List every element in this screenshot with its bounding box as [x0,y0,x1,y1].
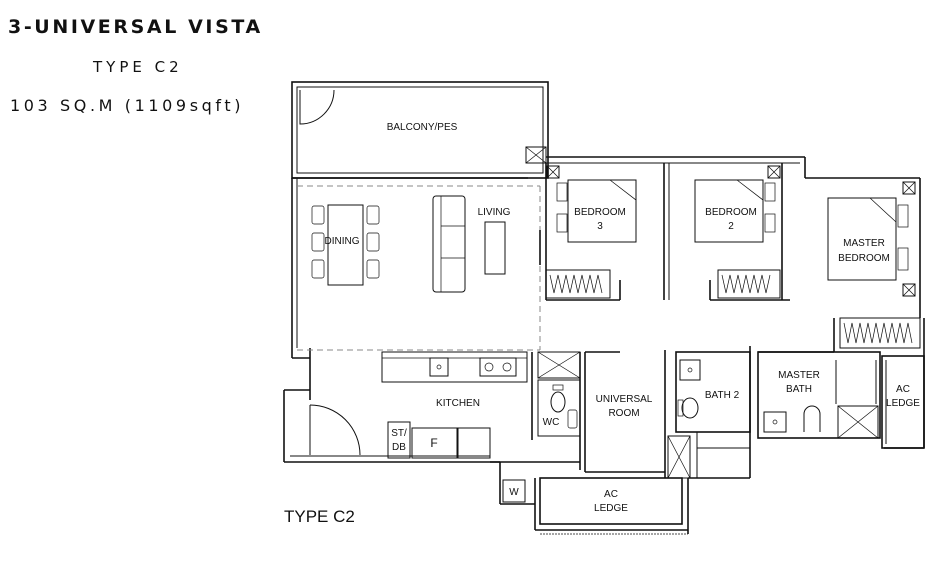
room-label-masterbath-line1: MASTER [778,370,820,381]
wardrobe-2 [717,269,781,299]
master-bed [827,197,897,281]
label-washer: W [509,487,519,498]
master-wardrobe [839,317,921,349]
label-db: DB [392,442,406,453]
balcony-walls: BALCONY/PES [291,81,549,179]
hob [479,357,517,377]
living-zone-dashes [297,185,541,351]
ac-ledge-right: AC LEDGE [881,355,925,449]
wardrobe-3 [545,269,611,299]
room-label-acledge-right-line1: AC [896,384,910,395]
washer: W [502,479,526,503]
room-label-living: LIVING [478,207,511,218]
room-label-universal-line2: ROOM [608,408,639,419]
room-label-master-line2: BEDROOM [838,253,890,264]
bath2-basin [679,359,701,381]
fridge-box [411,427,458,459]
bath-2: BATH 2 [667,346,751,479]
label-st: ST/ [391,428,407,439]
room-label-dining: DINING [325,236,360,247]
master-bath: MASTER BATH [757,351,881,439]
master-toilet [803,405,821,432]
room-label-bath2: BATH 2 [705,390,740,401]
balcony-door-swing [299,89,335,125]
column-box [525,146,547,164]
sofa [432,195,466,293]
plan-type-heading: TYPE C2 [93,58,183,76]
room-label-wc: WC [543,417,560,428]
kitchen: ST/ DB F KITCHEN [381,351,580,463]
bedroom-2: BEDROOM 2 [694,163,790,301]
room-label-bedroom2-line2: 2 [728,221,734,232]
bed-3 [567,179,637,243]
kitchen-counter [381,351,528,383]
entrance-door-swing [309,404,361,456]
room-label-universal-line1: UNIVERSAL [596,394,653,405]
st-db-box [387,421,411,459]
room-label-bedroom3-line2: 3 [597,221,603,232]
master-basin [763,411,787,433]
dining-table: DINING [311,204,380,286]
room-label-acledge-bottom-line1: AC [604,489,618,500]
label-fridge: F [430,436,437,450]
room-label-kitchen: KITCHEN [436,398,480,409]
room-label-acledge-right-line2: LEDGE [886,398,920,409]
bedroom-3: BEDROOM 3 [545,163,637,301]
bed-2 [694,179,764,243]
wc: WC [537,351,581,470]
plan-area-heading: 103 SQ.M (1109sqft) [10,96,245,115]
project-title: 3-UNIVERSAL VISTA [8,16,263,38]
sink [429,357,449,377]
universal-room: UNIVERSAL ROOM [584,350,666,478]
living-furniture: LIVING [432,195,541,293]
coffee-table [484,221,506,275]
room-label-master-line1: MASTER [843,238,885,249]
plan-caption: TYPE C2 [284,507,355,526]
room-label-balcony: BALCONY/PES [387,122,458,133]
room-label-acledge-bottom-line2: LEDGE [594,503,628,514]
room-label-masterbath-line2: BATH [786,384,812,395]
room-label-bedroom3-line1: BEDROOM [574,207,626,218]
room-label-bedroom2-line1: BEDROOM [705,207,757,218]
ac-ledge-bottom: AC LEDGE [539,477,683,525]
